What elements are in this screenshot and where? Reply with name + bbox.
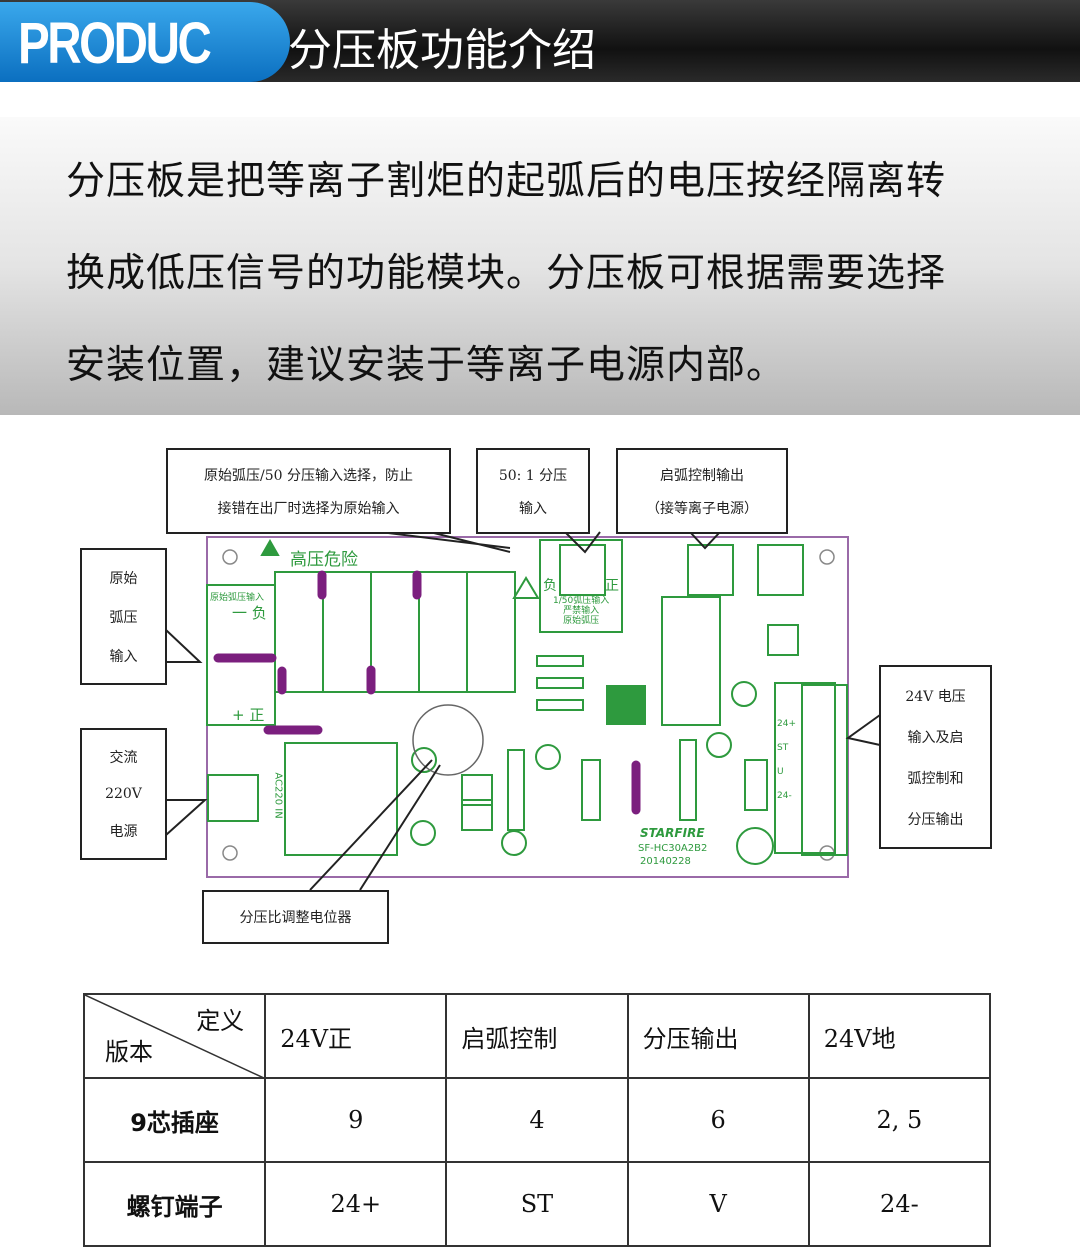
callout-potentiometer: 分压比调整电位器 [202, 890, 389, 944]
table-row: 螺钉端子 24+ ST V 24- [82, 1161, 992, 1247]
header-cell: 24V地 [807, 993, 992, 1079]
j6-note: 1/50弧压输入严禁输入原始弧压 [553, 596, 610, 626]
corner-cell: 定义 版本 [82, 993, 267, 1079]
high-voltage-warning: 高压危险 [290, 550, 358, 570]
callout-raw-arc: 原始弧压输入 [80, 548, 167, 685]
pin-definition-table: 定义 版本 24V正 启弧控制 分压输出 24V地 9芯插座 9 4 6 2, … [82, 993, 992, 1247]
header-cell: 24V正 [264, 993, 448, 1079]
j2-positive: + 正 [232, 706, 265, 724]
cell: 24- [807, 1161, 992, 1247]
components [206, 538, 848, 865]
row-label: 9芯插座 [82, 1077, 267, 1163]
intro-panel [0, 117, 1080, 415]
intro-line: 换成低压信号的功能模块。分压板可根据需要选择 [66, 251, 947, 296]
table-row: 9芯插座 9 4 6 2, 5 [82, 1077, 992, 1163]
callout-arc-output: 启弧控制输出（接等离子电源） [616, 448, 788, 534]
board-outline [206, 536, 849, 878]
j6-positive: 正 [605, 578, 619, 594]
header-cell: 分压输出 [626, 993, 810, 1079]
brand-text: PRODUC [18, 11, 212, 76]
j2-label: 原始弧压输入 [210, 593, 265, 603]
jumper-wires [213, 570, 641, 815]
ac-label: AC220 IN [272, 772, 284, 819]
header-cell: 启弧控制 [445, 993, 629, 1079]
brand-badge: PRODUC [0, 2, 290, 82]
cell: 4 [445, 1077, 629, 1163]
cell: 2, 5 [807, 1077, 992, 1163]
pcb-diagram [165, 531, 881, 891]
cell: 6 [626, 1077, 810, 1163]
brand-logo: STARFIRE [640, 826, 705, 840]
intro-line: 安装位置，建议安装于等离子电源内部。 [66, 343, 787, 388]
j6-negative: 负 [543, 578, 557, 594]
row-label: 螺钉端子 [82, 1161, 267, 1247]
j2-negative: 一 负 [232, 604, 267, 622]
callout-input-select: 原始弧压/50 分压输入选择，防止接错在出厂时选择为原始输入 [166, 448, 451, 534]
cell: 24+ [264, 1161, 448, 1247]
model-number: SF-HC30A2B2 [638, 843, 708, 854]
intro-line: 分压板是把等离子割炬的起弧后的电压按经隔离转 [66, 159, 947, 204]
cell: V [626, 1161, 810, 1247]
callout-dc-output: 24V 电压输入及启弧控制和分压输出 [879, 665, 992, 849]
board-date: 20140228 [640, 856, 691, 867]
table-header-row: 定义 版本 24V正 启弧控制 分压输出 24V地 [82, 993, 992, 1079]
cell: ST [445, 1161, 629, 1247]
cell: 9 [264, 1077, 448, 1163]
page-title: 分压板功能介绍 [288, 25, 596, 76]
callout-divider-input: 50: 1 分压输入 [476, 448, 590, 534]
